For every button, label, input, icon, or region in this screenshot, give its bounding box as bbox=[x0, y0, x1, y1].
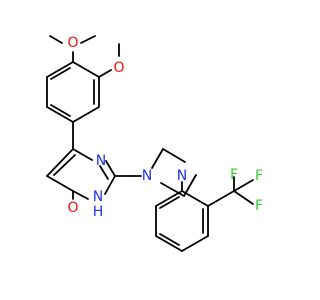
bond bbox=[155, 235, 183, 252]
bond bbox=[207, 190, 235, 207]
bond bbox=[72, 106, 100, 123]
bond bbox=[80, 35, 96, 44]
atom-labels: O O N N H O N N F F F bbox=[67, 35, 263, 220]
molecule-structure: O O N N H O N N F F F bbox=[46, 35, 263, 252]
bond bbox=[46, 148, 74, 177]
bond bbox=[53, 154, 76, 176]
bond bbox=[151, 148, 164, 169]
piperazine-n4-label: N bbox=[177, 168, 187, 184]
bond bbox=[98, 69, 112, 78]
methoxy-o-side-label: O bbox=[113, 60, 124, 76]
piperazine-n1-label: N bbox=[142, 168, 152, 184]
bond-lines bbox=[46, 35, 254, 252]
bond bbox=[159, 196, 180, 209]
bond bbox=[72, 190, 89, 200]
bond bbox=[233, 179, 254, 192]
bond bbox=[46, 106, 74, 123]
bond bbox=[50, 67, 71, 80]
fluorine-3-label: F bbox=[255, 198, 263, 214]
ring-n3-label: N bbox=[96, 153, 106, 169]
methoxy-o-top-label: O bbox=[67, 35, 78, 51]
bond bbox=[50, 104, 71, 117]
ring-nh-h-label: H bbox=[93, 204, 104, 220]
bond bbox=[46, 175, 74, 192]
bond bbox=[49, 35, 63, 44]
bond bbox=[181, 235, 209, 252]
bond bbox=[155, 190, 183, 207]
fluorine-2-label: F bbox=[255, 168, 263, 184]
bond bbox=[160, 182, 185, 197]
bond bbox=[105, 160, 116, 177]
bond bbox=[233, 190, 254, 205]
bond bbox=[181, 190, 209, 207]
carbonyl-o-label: O bbox=[67, 200, 78, 216]
bond bbox=[104, 175, 116, 195]
bond bbox=[72, 61, 100, 78]
ring-nh-n-label: N bbox=[93, 189, 103, 205]
bond bbox=[72, 148, 93, 161]
fluorine-1-label: F bbox=[230, 167, 238, 183]
bond bbox=[46, 61, 74, 78]
bond bbox=[159, 233, 180, 246]
bond bbox=[99, 165, 109, 180]
bond bbox=[162, 148, 186, 163]
